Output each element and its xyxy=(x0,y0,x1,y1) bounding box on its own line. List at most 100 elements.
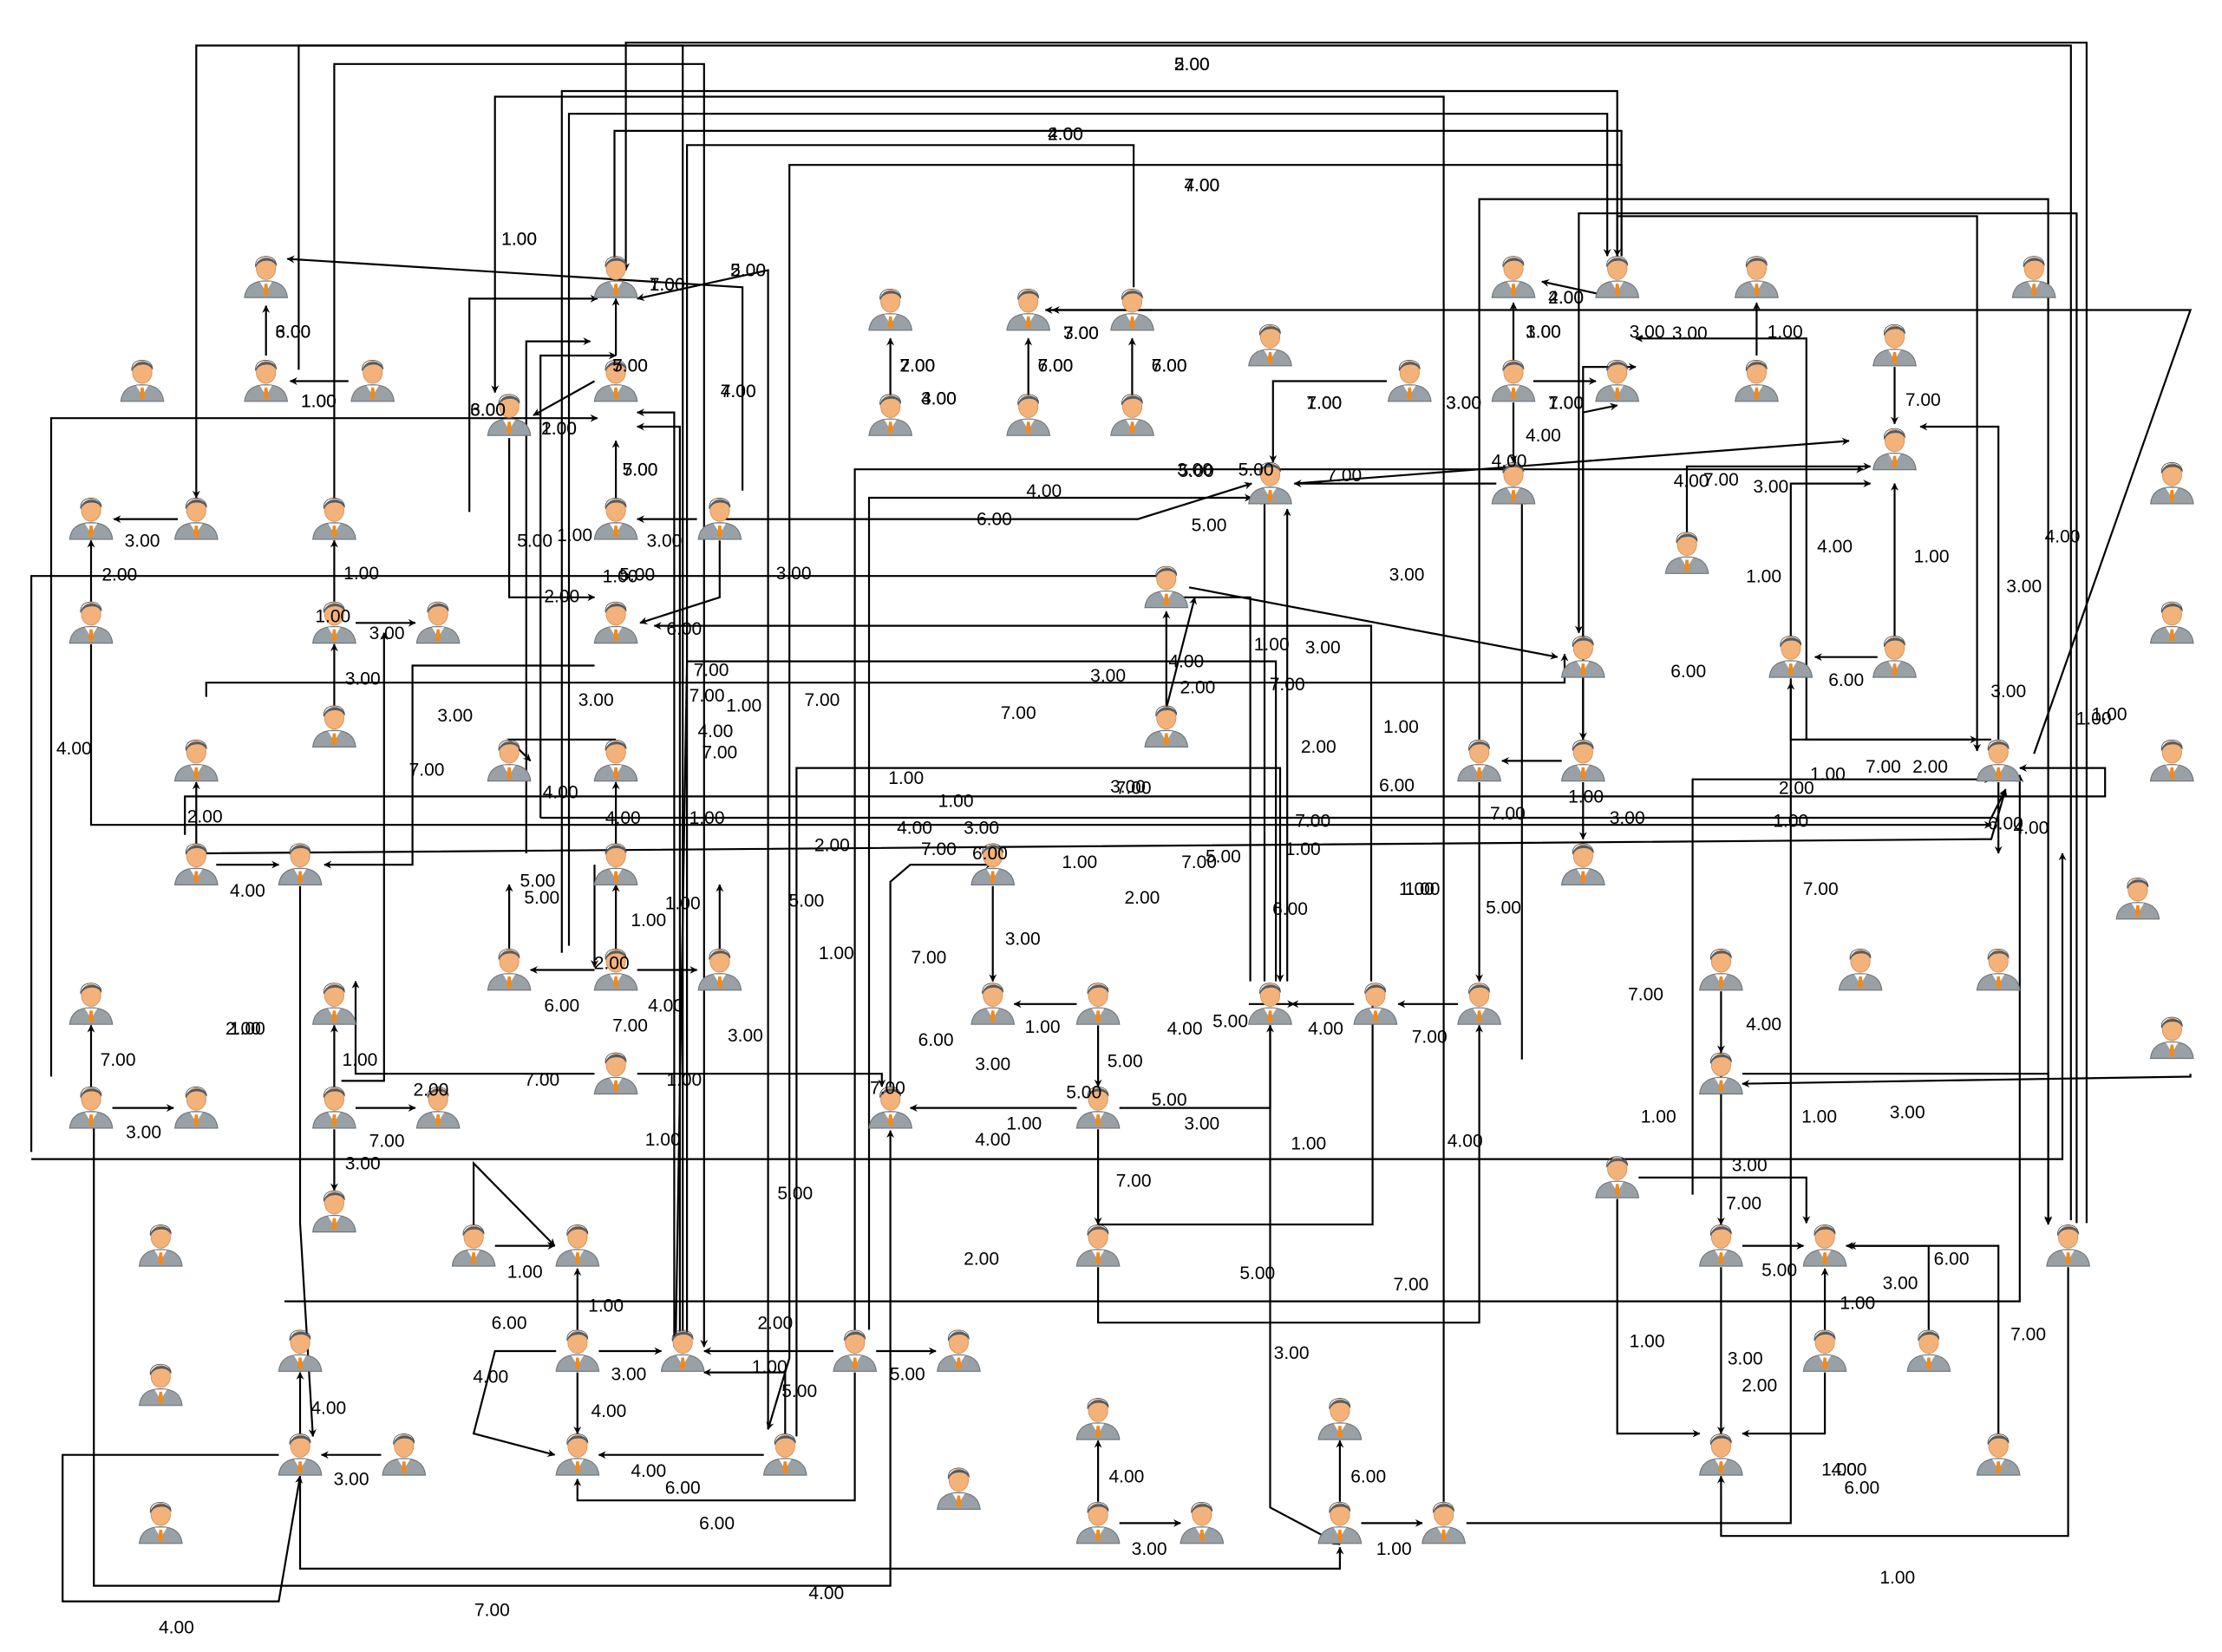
person-icon[interactable] xyxy=(1421,1501,1466,1544)
person-icon[interactable] xyxy=(173,497,219,540)
person-icon[interactable] xyxy=(1180,1501,1225,1544)
person-icon[interactable] xyxy=(937,1329,981,1372)
person-icon[interactable] xyxy=(173,843,219,886)
person-icon[interactable] xyxy=(382,1433,427,1476)
person-icon[interactable] xyxy=(1075,983,1121,1025)
person-icon[interactable] xyxy=(1491,359,1536,402)
person-icon[interactable] xyxy=(1560,739,1605,782)
edge-weight-label: 7.00 xyxy=(623,460,658,480)
person-icon[interactable] xyxy=(1387,359,1432,402)
person-icon[interactable] xyxy=(278,843,323,886)
person-icon[interactable] xyxy=(2149,739,2194,782)
edge-weight-label: 6.00 xyxy=(492,1313,527,1333)
person-icon[interactable] xyxy=(1317,1501,1363,1544)
person-icon[interactable] xyxy=(312,497,356,540)
person-icon[interactable] xyxy=(312,1190,356,1233)
person-icon[interactable] xyxy=(278,1433,323,1476)
edge-weight-label: 1.00 xyxy=(1526,322,1561,342)
person-icon[interactable] xyxy=(1699,1052,1743,1095)
person-icon[interactable] xyxy=(244,359,289,402)
person-icon[interactable] xyxy=(833,1329,878,1372)
person-icon[interactable] xyxy=(1699,1224,1743,1267)
person-icon[interactable] xyxy=(1595,256,1640,298)
person-icon[interactable] xyxy=(555,1224,600,1267)
person-icon[interactable] xyxy=(173,1086,219,1129)
person-icon[interactable] xyxy=(593,601,638,644)
person-icon[interactable] xyxy=(138,1501,183,1544)
person-icon[interactable] xyxy=(1075,1397,1121,1440)
person-icon[interactable] xyxy=(868,288,913,331)
person-icon[interactable] xyxy=(1838,948,1883,991)
person-icon[interactable] xyxy=(555,1329,600,1372)
person-icon[interactable] xyxy=(1872,323,1917,367)
person-icon[interactable] xyxy=(2046,1224,2090,1267)
person-icon[interactable] xyxy=(244,256,289,298)
person-icon[interactable] xyxy=(555,1433,600,1476)
person-icon[interactable] xyxy=(350,359,395,402)
person-icon[interactable] xyxy=(1735,256,1779,298)
person-icon[interactable] xyxy=(69,601,114,644)
person-icon[interactable] xyxy=(1457,983,1501,1025)
person-icon[interactable] xyxy=(1906,1329,1951,1372)
person-icon[interactable] xyxy=(278,1329,323,1372)
person-icon[interactable] xyxy=(593,497,638,540)
person-icon[interactable] xyxy=(2149,1016,2194,1060)
person-icon[interactable] xyxy=(2149,461,2194,505)
person-icon[interactable] xyxy=(173,739,219,782)
person-icon[interactable] xyxy=(1735,359,1779,402)
person-icon[interactable] xyxy=(1872,428,1917,471)
person-icon[interactable] xyxy=(593,1052,638,1095)
person-icon[interactable] xyxy=(312,1086,356,1129)
person-icon[interactable] xyxy=(1595,1156,1640,1198)
person-icon[interactable] xyxy=(312,705,356,748)
person-icon[interactable] xyxy=(1976,948,2021,991)
edge-56 xyxy=(506,738,617,762)
person-icon[interactable] xyxy=(138,1363,183,1407)
edge-90 xyxy=(472,1160,556,1247)
person-icon[interactable] xyxy=(2115,877,2160,920)
person-icon[interactable] xyxy=(593,739,638,782)
person-icon[interactable] xyxy=(69,983,114,1025)
person-icon[interactable] xyxy=(1560,843,1605,886)
person-icon[interactable] xyxy=(1664,532,1709,574)
person-icon[interactable] xyxy=(1144,705,1189,748)
person-icon[interactable] xyxy=(1144,565,1189,609)
person-icon[interactable] xyxy=(1006,394,1051,436)
person-icon[interactable] xyxy=(1075,1224,1121,1267)
person-icon[interactable] xyxy=(1976,739,2021,782)
person-icon[interactable] xyxy=(1699,948,1743,991)
person-icon[interactable] xyxy=(1006,288,1051,331)
person-icon[interactable] xyxy=(1457,739,1501,782)
person-icon[interactable] xyxy=(415,601,461,644)
person-icon[interactable] xyxy=(487,948,532,991)
person-icon[interactable] xyxy=(762,1433,807,1476)
person-icon[interactable] xyxy=(1872,635,1917,678)
person-icon[interactable] xyxy=(138,1224,183,1267)
person-icon[interactable] xyxy=(1110,394,1154,436)
person-icon[interactable] xyxy=(69,497,114,540)
person-icon[interactable] xyxy=(1699,1433,1743,1476)
person-icon[interactable] xyxy=(1075,1501,1121,1544)
person-icon[interactable] xyxy=(2149,601,2194,644)
person-icon[interactable] xyxy=(451,1224,496,1267)
person-icon[interactable] xyxy=(660,1329,705,1372)
person-icon[interactable] xyxy=(1560,635,1605,678)
person-icon[interactable] xyxy=(1353,983,1398,1025)
edge-weight-label: 6.00 xyxy=(1934,1250,1970,1270)
person-icon[interactable] xyxy=(120,359,165,402)
person-icon[interactable] xyxy=(593,256,638,298)
person-icon[interactable] xyxy=(937,1467,981,1511)
person-icon[interactable] xyxy=(1802,1329,1847,1372)
person-icon[interactable] xyxy=(1976,1433,2021,1476)
edge-weight-label: 5.00 xyxy=(1192,515,1227,535)
person-icon[interactable] xyxy=(487,739,532,782)
person-icon[interactable] xyxy=(69,1086,114,1129)
person-icon[interactable] xyxy=(868,394,913,436)
person-icon[interactable] xyxy=(970,983,1016,1025)
person-icon[interactable] xyxy=(1491,256,1536,298)
edge-141 xyxy=(89,643,1992,829)
person-icon[interactable] xyxy=(1802,1224,1847,1267)
person-icon[interactable] xyxy=(1317,1397,1363,1440)
person-icon[interactable] xyxy=(1248,323,1292,367)
person-icon[interactable] xyxy=(312,983,356,1025)
